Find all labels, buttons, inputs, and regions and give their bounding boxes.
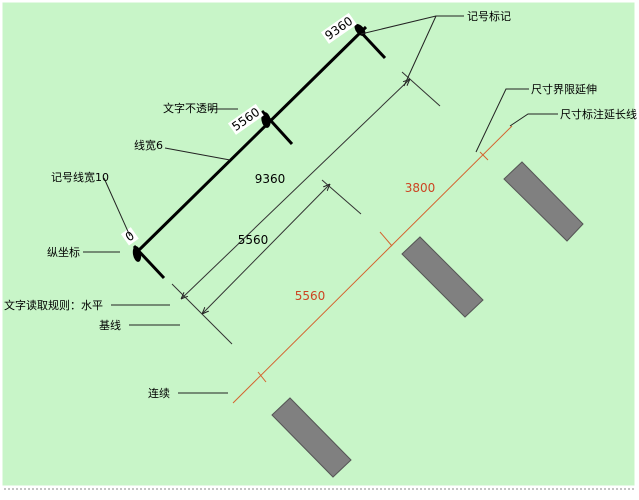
ordinate-symbol-top <box>354 24 366 36</box>
leader-extension-limit <box>475 88 529 153</box>
continuous-dim-line <box>232 125 513 404</box>
leader-symbol-line-width <box>103 177 131 237</box>
continuous-upper-value: 3800 <box>405 181 436 195</box>
label-continuous: 连续 <box>148 386 170 400</box>
baseline-inner-dim-line <box>202 184 330 314</box>
label-symbol-line-width: 记号线宽10 <box>51 170 109 184</box>
continuous-lower-value: 5560 <box>295 289 326 303</box>
baseline-ext-inner <box>321 179 362 215</box>
ordinate-top-text-bg <box>320 12 357 44</box>
block-lower <box>271 397 352 478</box>
leader-dim-line-extend <box>509 113 558 127</box>
baseline-ext-origin <box>171 283 233 345</box>
leader-line-width <box>164 147 231 161</box>
continuous-dimensions: 3800 5560 <box>232 125 513 404</box>
label-baseline: 基线 <box>99 318 121 332</box>
label-ordinate: 纵坐标 <box>47 245 80 259</box>
annotation-labels: 记号标记 尺寸界限延伸 尺寸标注延长线 文字不透明 线宽6 记号线宽10 纵坐标… <box>4 9 637 400</box>
label-dim-line-extend: 尺寸标注延长线 <box>560 107 637 121</box>
ordinate-origin-text-bg <box>120 227 139 246</box>
block-upper-right <box>503 161 584 242</box>
baseline-outer-value: 9360 <box>255 172 286 186</box>
label-text-rule: 文字读取规则：水平 <box>4 298 103 312</box>
label-symbol-mark: 记号标记 <box>467 9 511 23</box>
grey-blocks <box>271 161 584 478</box>
ordinate-symbol-origin <box>132 246 142 262</box>
leader-symbol-mark-2 <box>403 15 437 87</box>
baseline-dimensions: 9360 5560 <box>171 71 441 345</box>
label-extension-limit: 尺寸界限延伸 <box>531 82 597 96</box>
block-middle <box>401 236 484 318</box>
continuous-tick-3 <box>479 151 489 161</box>
leader-lines <box>83 15 558 394</box>
label-text-opaque: 文字不透明 <box>163 101 218 115</box>
baseline-inner-value: 5560 <box>238 233 269 247</box>
continuous-tick-2 <box>379 231 393 247</box>
continuous-tick-1 <box>257 371 267 383</box>
label-line-width: 线宽6 <box>134 138 163 152</box>
